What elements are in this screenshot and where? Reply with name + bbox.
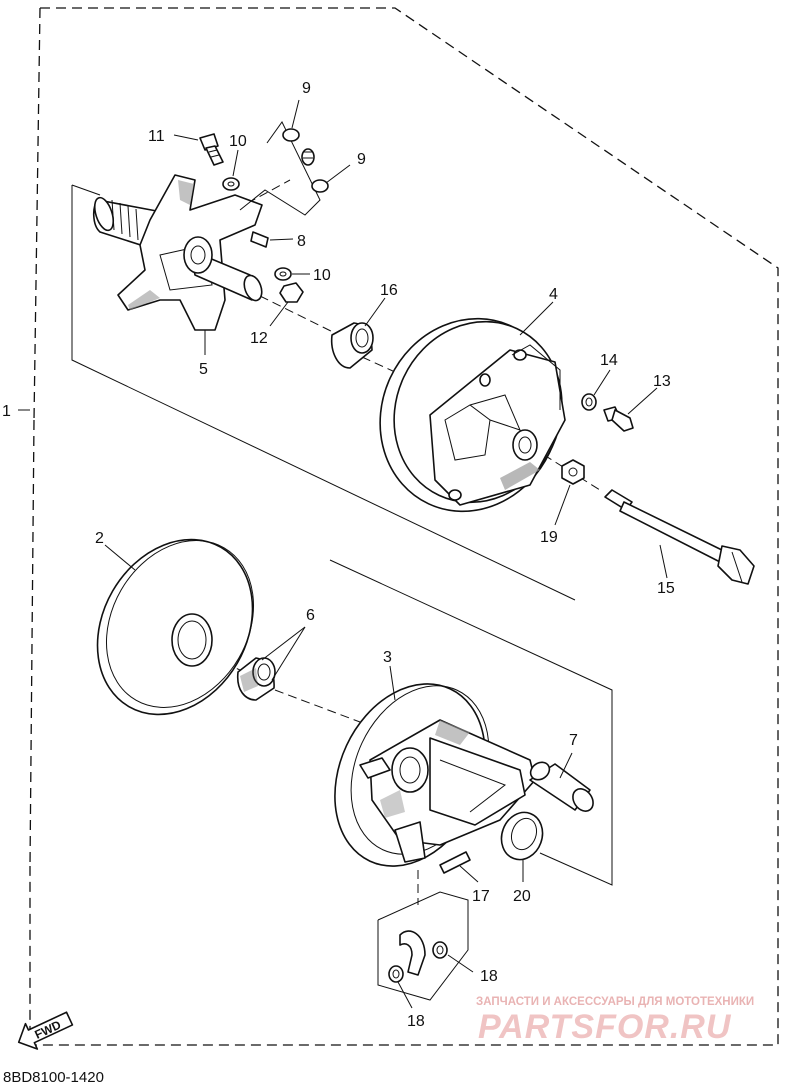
- watermark-tagline: ЗАПЧАСТИ И АКСЕССУАРЫ ДЛЯ МОТОТЕХНИКИ: [476, 996, 754, 1008]
- callout-10b: 10: [313, 267, 331, 284]
- bushing-pair-part-6: [236, 657, 276, 701]
- lower-group-bracket: [329, 559, 613, 886]
- washer-part-10-lower: [274, 267, 292, 281]
- nut-part-12: [279, 282, 304, 303]
- cap-group-part-9: [239, 121, 329, 216]
- callout-16: 16: [380, 282, 398, 299]
- fwd-arrow-icon: FWD: [17, 1011, 74, 1050]
- callout-9b: 9: [357, 151, 366, 168]
- sheave-disc-part-2: [96, 538, 255, 716]
- upper-group-bracket: [71, 185, 576, 601]
- bushing-part-16: [330, 322, 374, 369]
- leader-lines: [104, 99, 668, 1009]
- cover-part-4: [379, 317, 566, 513]
- long-bolt-part-15: [604, 489, 755, 585]
- callout-2: 2: [95, 530, 104, 547]
- assembly-boundary: [29, 7, 779, 1046]
- bolt-part-11: [199, 133, 224, 166]
- callout-6: 6: [306, 607, 315, 624]
- ring-part-20: [500, 811, 544, 861]
- weight-part-18-group: [388, 930, 448, 983]
- callout-5: 5: [199, 361, 208, 378]
- sleeve-part-7: [529, 761, 594, 812]
- pin-part-17: [439, 851, 471, 874]
- washer-part-10-upper: [222, 177, 240, 191]
- callout-19: 19: [540, 529, 558, 546]
- callout-11: 11: [148, 128, 165, 145]
- callout-12: 12: [250, 330, 268, 347]
- callout-3: 3: [383, 649, 392, 666]
- callout-17: 17: [472, 888, 490, 905]
- pulley-part-3: [334, 683, 536, 867]
- nut-part-19: [561, 459, 585, 485]
- callout-1: 1: [2, 403, 11, 420]
- pin-part-8: [250, 231, 269, 248]
- diagram-code: 8BD8100-1420: [3, 1069, 104, 1086]
- callout-10a: 10: [229, 133, 247, 150]
- callout-20: 20: [513, 888, 531, 905]
- callout-14: 14: [600, 352, 618, 369]
- callout-18b: 18: [407, 1013, 425, 1030]
- callout-18a: 18: [480, 968, 498, 985]
- callout-9a: 9: [302, 80, 311, 97]
- detail-bracket: [377, 891, 469, 1001]
- callout-4: 4: [549, 286, 558, 303]
- fwd-label: FWD: [32, 1018, 63, 1042]
- watermark-logo: PARTSFOR.RU: [478, 1008, 732, 1046]
- callout-7: 7: [569, 732, 578, 749]
- callout-8: 8: [297, 233, 306, 250]
- callout-15: 15: [657, 580, 675, 597]
- spider-hub-part-5: [92, 174, 263, 331]
- bolt-part-13: [603, 406, 634, 432]
- callout-13: 13: [653, 373, 671, 390]
- washer-part-14: [581, 393, 597, 411]
